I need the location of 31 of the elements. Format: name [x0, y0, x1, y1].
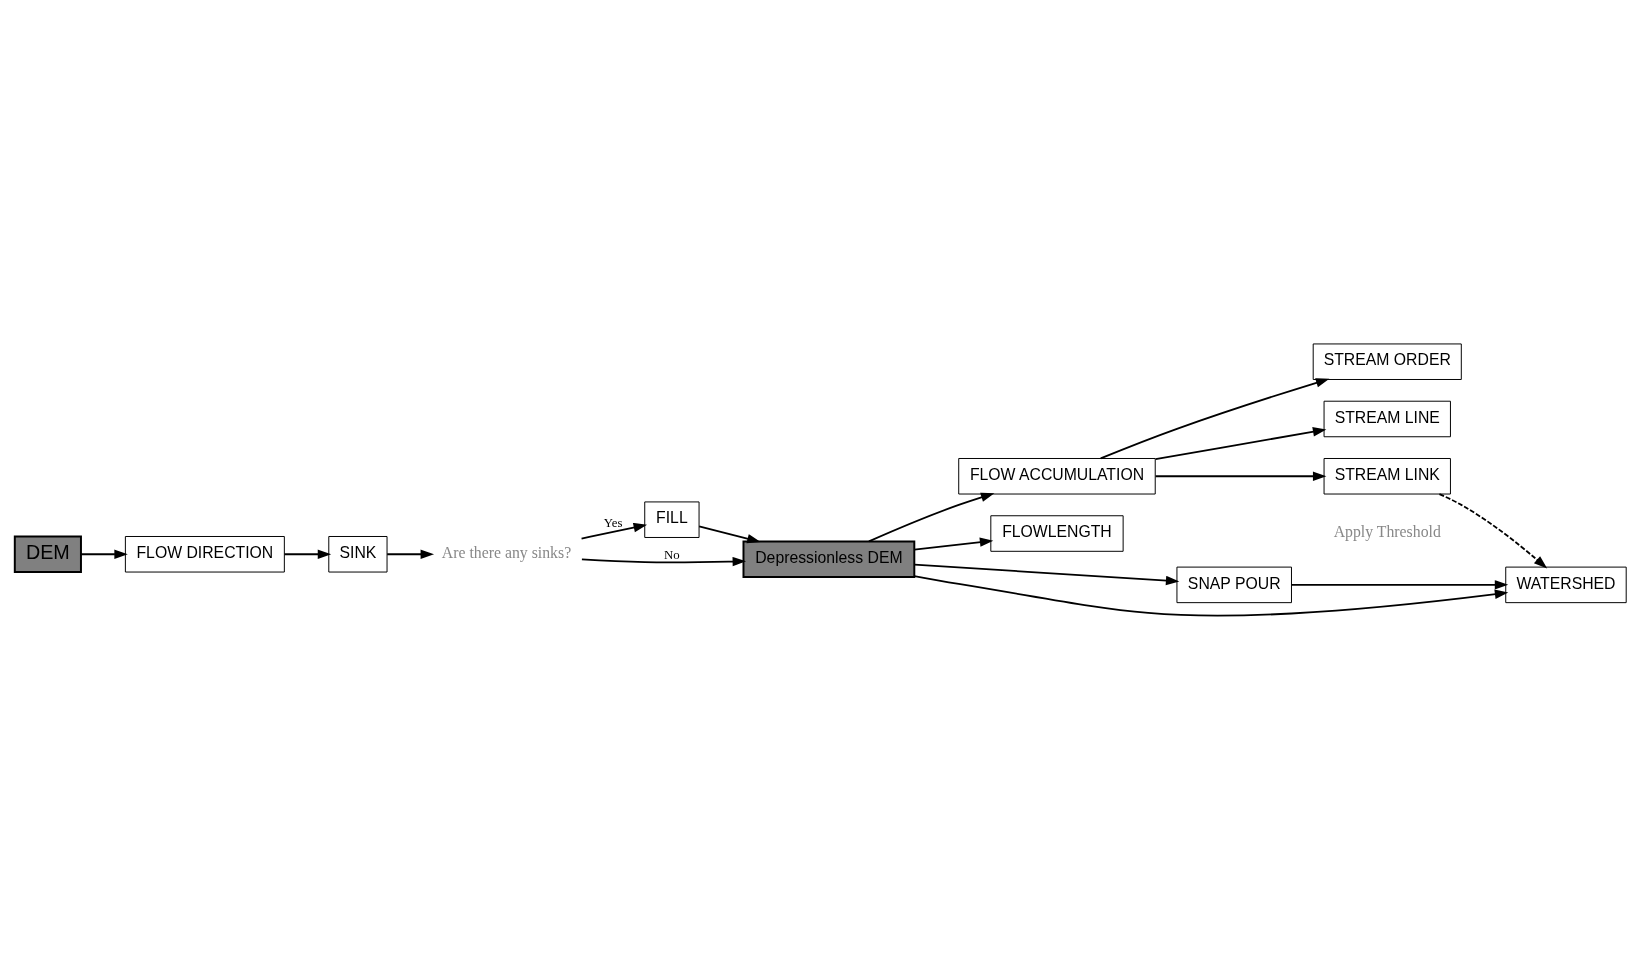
arrow [1154, 426, 1327, 460]
arrow [913, 574, 1509, 617]
node-box: FILL [644, 500, 700, 538]
arrow [80, 549, 128, 559]
arrow [1438, 492, 1548, 569]
node-box: SNAP POUR [1176, 566, 1292, 603]
arrow [1154, 471, 1327, 481]
arrow [581, 556, 747, 566]
arrow [1099, 377, 1330, 459]
node-box: STREAM LINE [1323, 400, 1451, 437]
node-box: STREAM ORDER [1312, 342, 1462, 380]
node-box: STREAM LINK [1323, 457, 1451, 495]
arrow [913, 563, 1180, 585]
edge-label: No [664, 547, 680, 562]
arrow [913, 536, 994, 550]
node-box: WATERSHED [1505, 566, 1627, 603]
edge-label: Yes [603, 515, 623, 530]
node-box: SINK [328, 535, 388, 573]
arrow [386, 549, 435, 559]
arrow [1290, 579, 1509, 590]
arrow [580, 522, 648, 539]
label: Apply Threshold [1333, 522, 1441, 540]
arrow [868, 492, 995, 542]
arrow [283, 549, 332, 559]
node-box: DEM [13, 535, 82, 573]
node-box: Depressionless DEM [742, 539, 916, 578]
node-box: FLOW ACCUMULATION [958, 457, 1156, 495]
node-box: FLOW DIRECTION [124, 535, 285, 573]
node-text: Are there any sinks? [441, 543, 572, 561]
arrow [698, 525, 761, 543]
node-box: FLOWLENGTH [990, 514, 1124, 552]
